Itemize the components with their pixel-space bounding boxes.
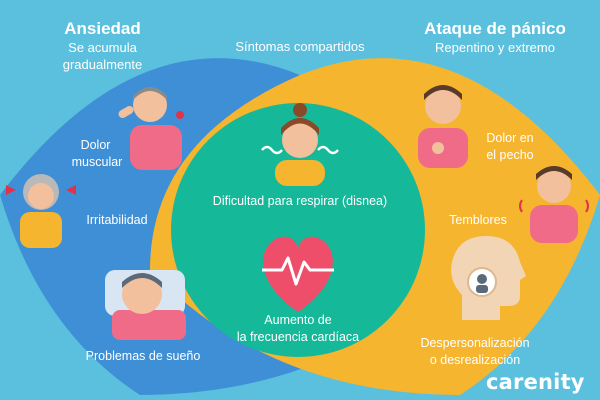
symptom-sleep-problems: Problemas de sueño <box>85 349 201 363</box>
symptom-tremors: Temblores <box>449 213 507 227</box>
shared-region <box>171 103 425 357</box>
sleepless-man-icon <box>105 270 186 340</box>
symptom-muscle-pain-line1: Dolor <box>80 138 111 152</box>
head-depersonalization-icon <box>451 236 526 320</box>
anxiety-subtitle-line1: Se acumula <box>68 40 137 55</box>
symptom-breathing: Dificultad para respirar (disnea) <box>212 194 388 208</box>
symptom-chest-pain-line1: Dolor en <box>486 131 534 145</box>
shared-title: Síntomas compartidos <box>235 39 365 54</box>
carenity-logo: carenity <box>486 370 585 394</box>
symptom-heart-rate-line2: la frecuencia cardíaca <box>236 330 360 344</box>
symptom-depersonalization-line2: o desrealización <box>429 353 521 367</box>
chest-pain-man-icon <box>418 85 468 168</box>
anxiety-title: Ansiedad <box>64 19 141 38</box>
panic-subtitle: Repentino y extremo <box>435 40 555 55</box>
anxiety-subtitle-line2: gradualmente <box>62 57 143 72</box>
symptom-muscle-pain-line2: muscular <box>71 155 123 169</box>
person-neck-pain-icon <box>118 87 184 170</box>
symptom-irritability: Irritabilidad <box>86 213 148 227</box>
symptom-chest-pain-line2: el pecho <box>486 148 534 162</box>
panic-title: Ataque de pánico <box>424 19 566 38</box>
trembling-man-icon <box>519 166 589 243</box>
breathless-woman-icon <box>261 103 339 186</box>
symptom-heart-rate-line1: Aumento de <box>264 313 332 327</box>
heart-pulse-icon <box>262 236 334 312</box>
symptom-depersonalization-line1: Despersonalización <box>420 336 530 350</box>
irritated-woman-icon <box>6 174 76 248</box>
